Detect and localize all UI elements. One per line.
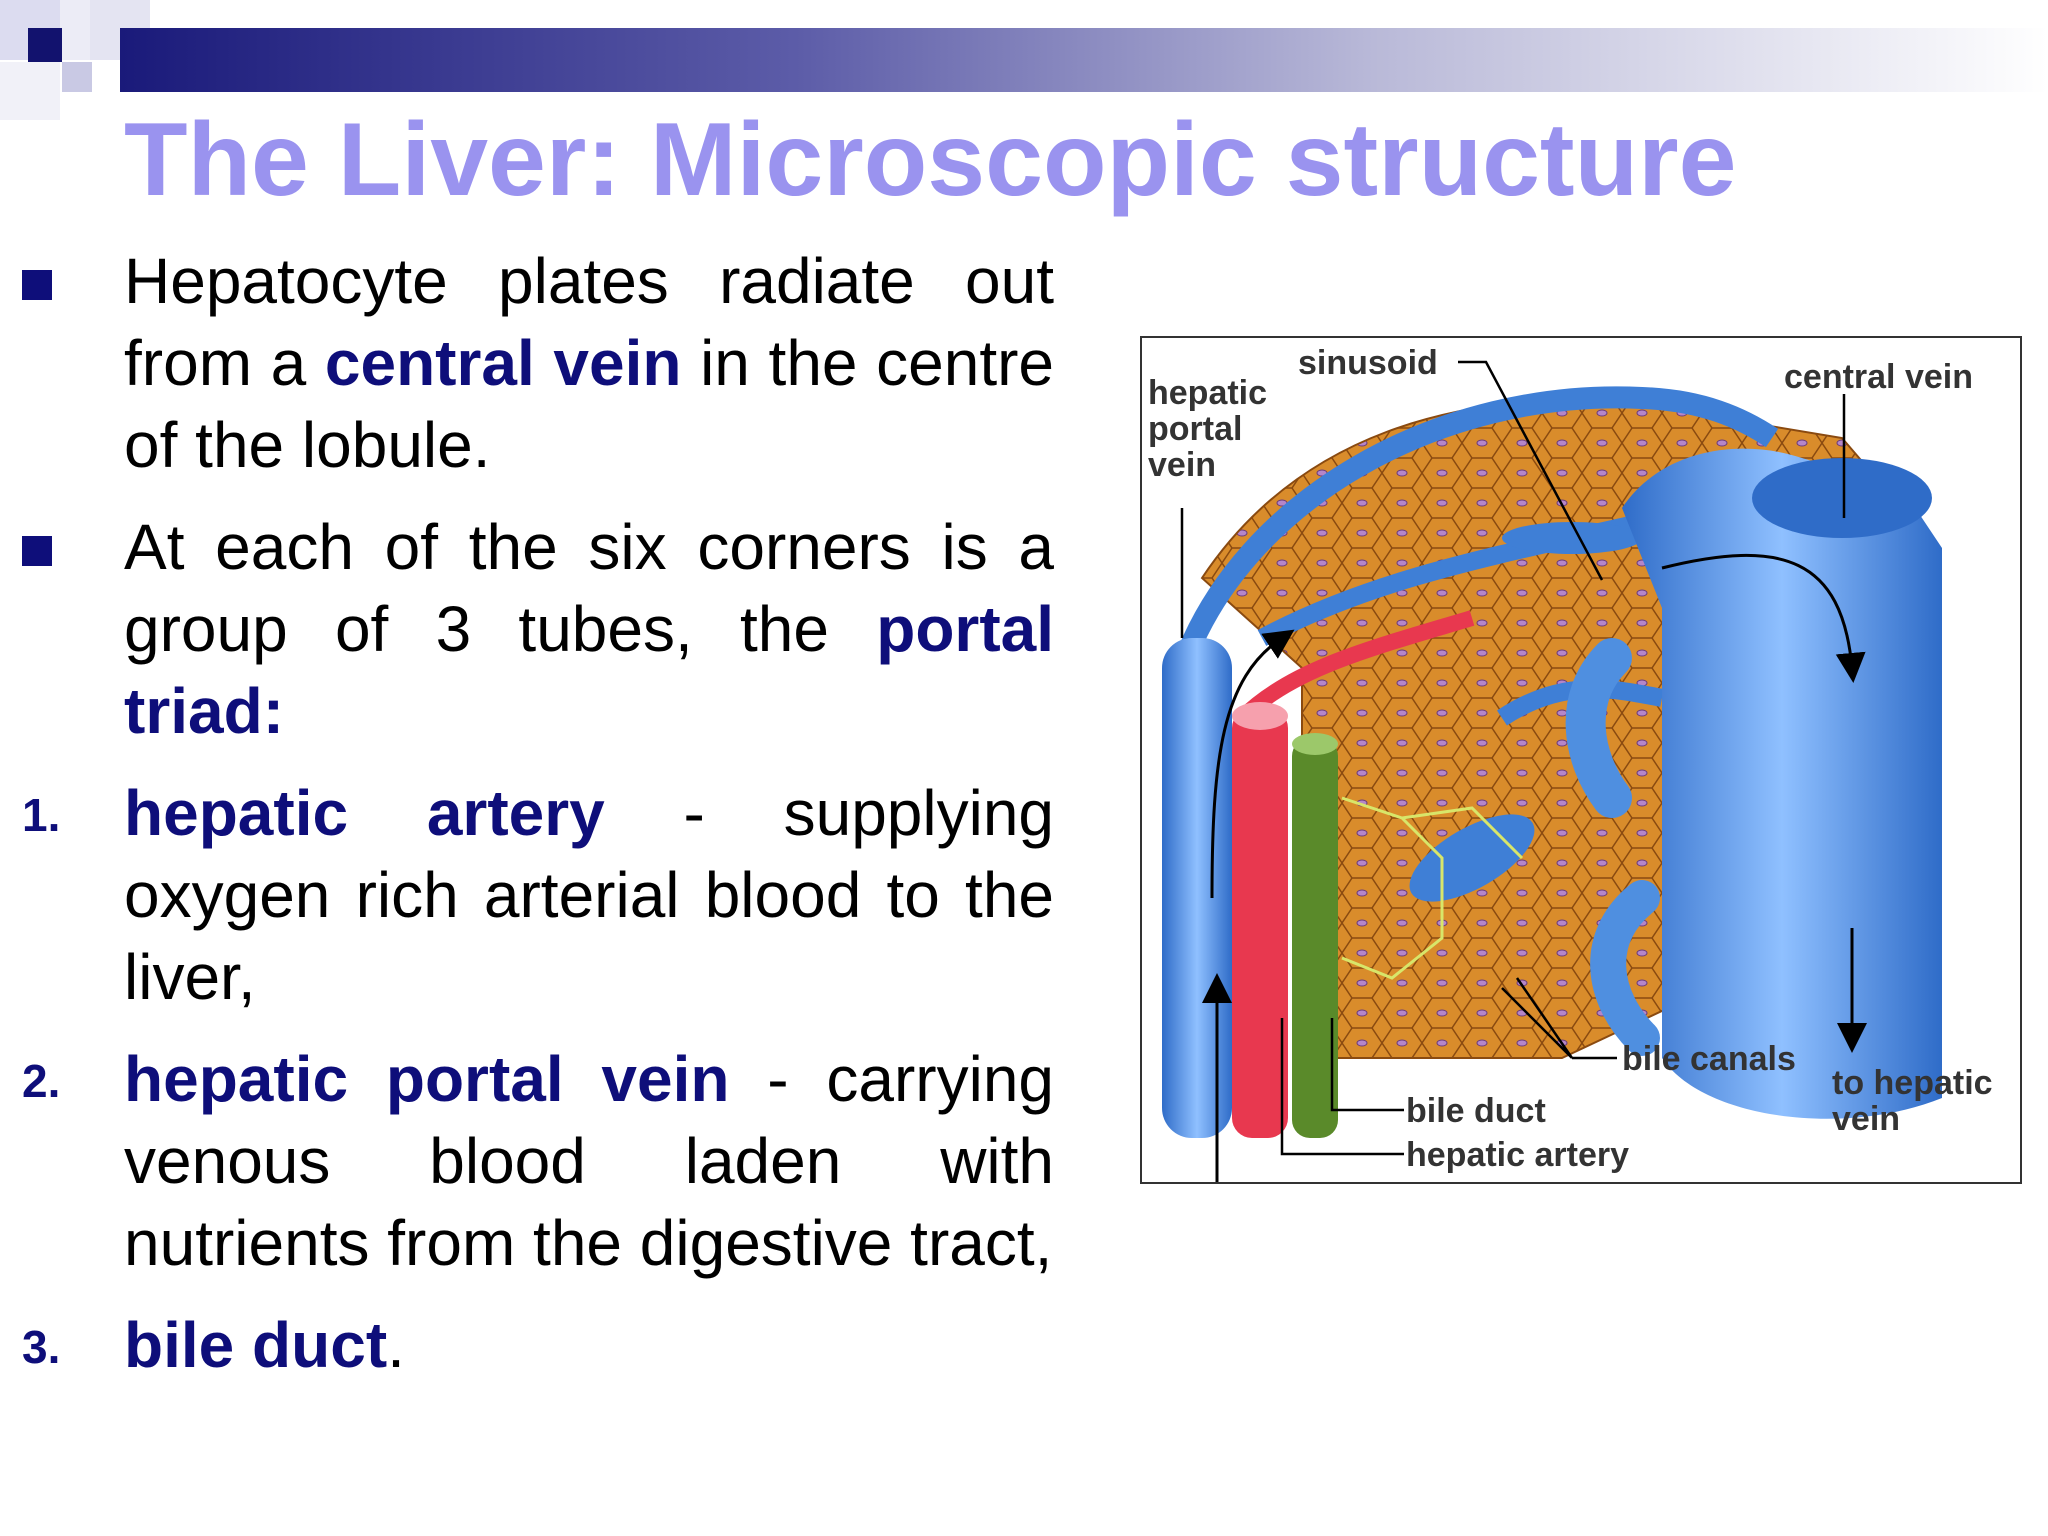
flow-arrow <box>1210 629 1295 899</box>
label-to-hepatic-vein: vein <box>1832 1100 1900 1138</box>
leader-line <box>1501 977 1574 1059</box>
leader-line <box>1330 1018 1404 1112</box>
sinusoid-channel <box>1502 522 1642 554</box>
corner-decoration <box>0 0 150 120</box>
label-hepatic-artery: hepatic artery <box>1406 1136 1629 1174</box>
hepatic-artery-tube <box>1232 708 1288 1138</box>
list-item: Hepatocyte plates radiate out from a cen… <box>0 240 1080 486</box>
body-text: Hepatocyte plates radiate out from a cen… <box>0 240 1080 1406</box>
hepatic-artery-tube <box>1236 610 1475 724</box>
diagram-svg: hepatic portal vein sinusoid central vei… <box>1148 344 1993 1182</box>
bile-canal-network <box>1341 796 1524 980</box>
list-item: 2. hepatic portal vein - carrying venous… <box>0 1038 1080 1284</box>
flow-arrow <box>1661 553 1866 683</box>
central-vein-tube <box>1622 448 1942 1119</box>
highlight-term: central vein <box>324 327 682 399</box>
bile-duct-tube <box>1292 738 1338 1138</box>
bullet-marker <box>22 536 52 566</box>
list-number: 1. <box>22 789 61 841</box>
label-hepatic-portal-vein: portal <box>1148 410 1242 448</box>
highlight-term: hepatic artery <box>124 777 605 849</box>
vein-branch <box>1590 880 1660 1056</box>
label-to-hepatic-vein: to hepatic <box>1832 1064 1993 1102</box>
label-hepatic-portal-vein: vein <box>1148 446 1216 484</box>
label-bile-canals: bile canals <box>1622 1040 1796 1078</box>
label-central-vein: central vein <box>1784 358 1973 396</box>
central-vein-opening <box>1752 458 1932 538</box>
label-sinusoid: sinusoid <box>1298 344 1438 382</box>
liver-lobule-diagram: hepatic portal vein sinusoid central vei… <box>1140 336 2022 1184</box>
list-item: At each of the six corners is a group of… <box>0 506 1080 752</box>
vein-branch <box>1565 638 1632 818</box>
list-number: 3. <box>22 1321 61 1373</box>
highlight-term: hepatic portal vein <box>124 1043 730 1115</box>
label-hepatic-portal-vein: hepatic <box>1148 374 1267 412</box>
portal-vein-tube <box>1162 638 1232 1138</box>
bullet-marker <box>22 270 52 300</box>
list-item: 3. bile duct. <box>0 1304 1080 1386</box>
slide-title: The Liver: Microscopic structure <box>124 102 1737 218</box>
list-number: 2. <box>22 1055 61 1107</box>
list-item: 1. hepatic artery - supplying oxygen ric… <box>0 772 1080 1018</box>
title-gradient-bar <box>120 28 2048 92</box>
leader-line <box>1280 1018 1404 1156</box>
leader-line <box>1458 360 1604 581</box>
highlight-term: portal triad: <box>124 593 1054 747</box>
label-bile-duct: bile duct <box>1406 1092 1546 1130</box>
highlight-term: bile duct <box>124 1309 388 1381</box>
